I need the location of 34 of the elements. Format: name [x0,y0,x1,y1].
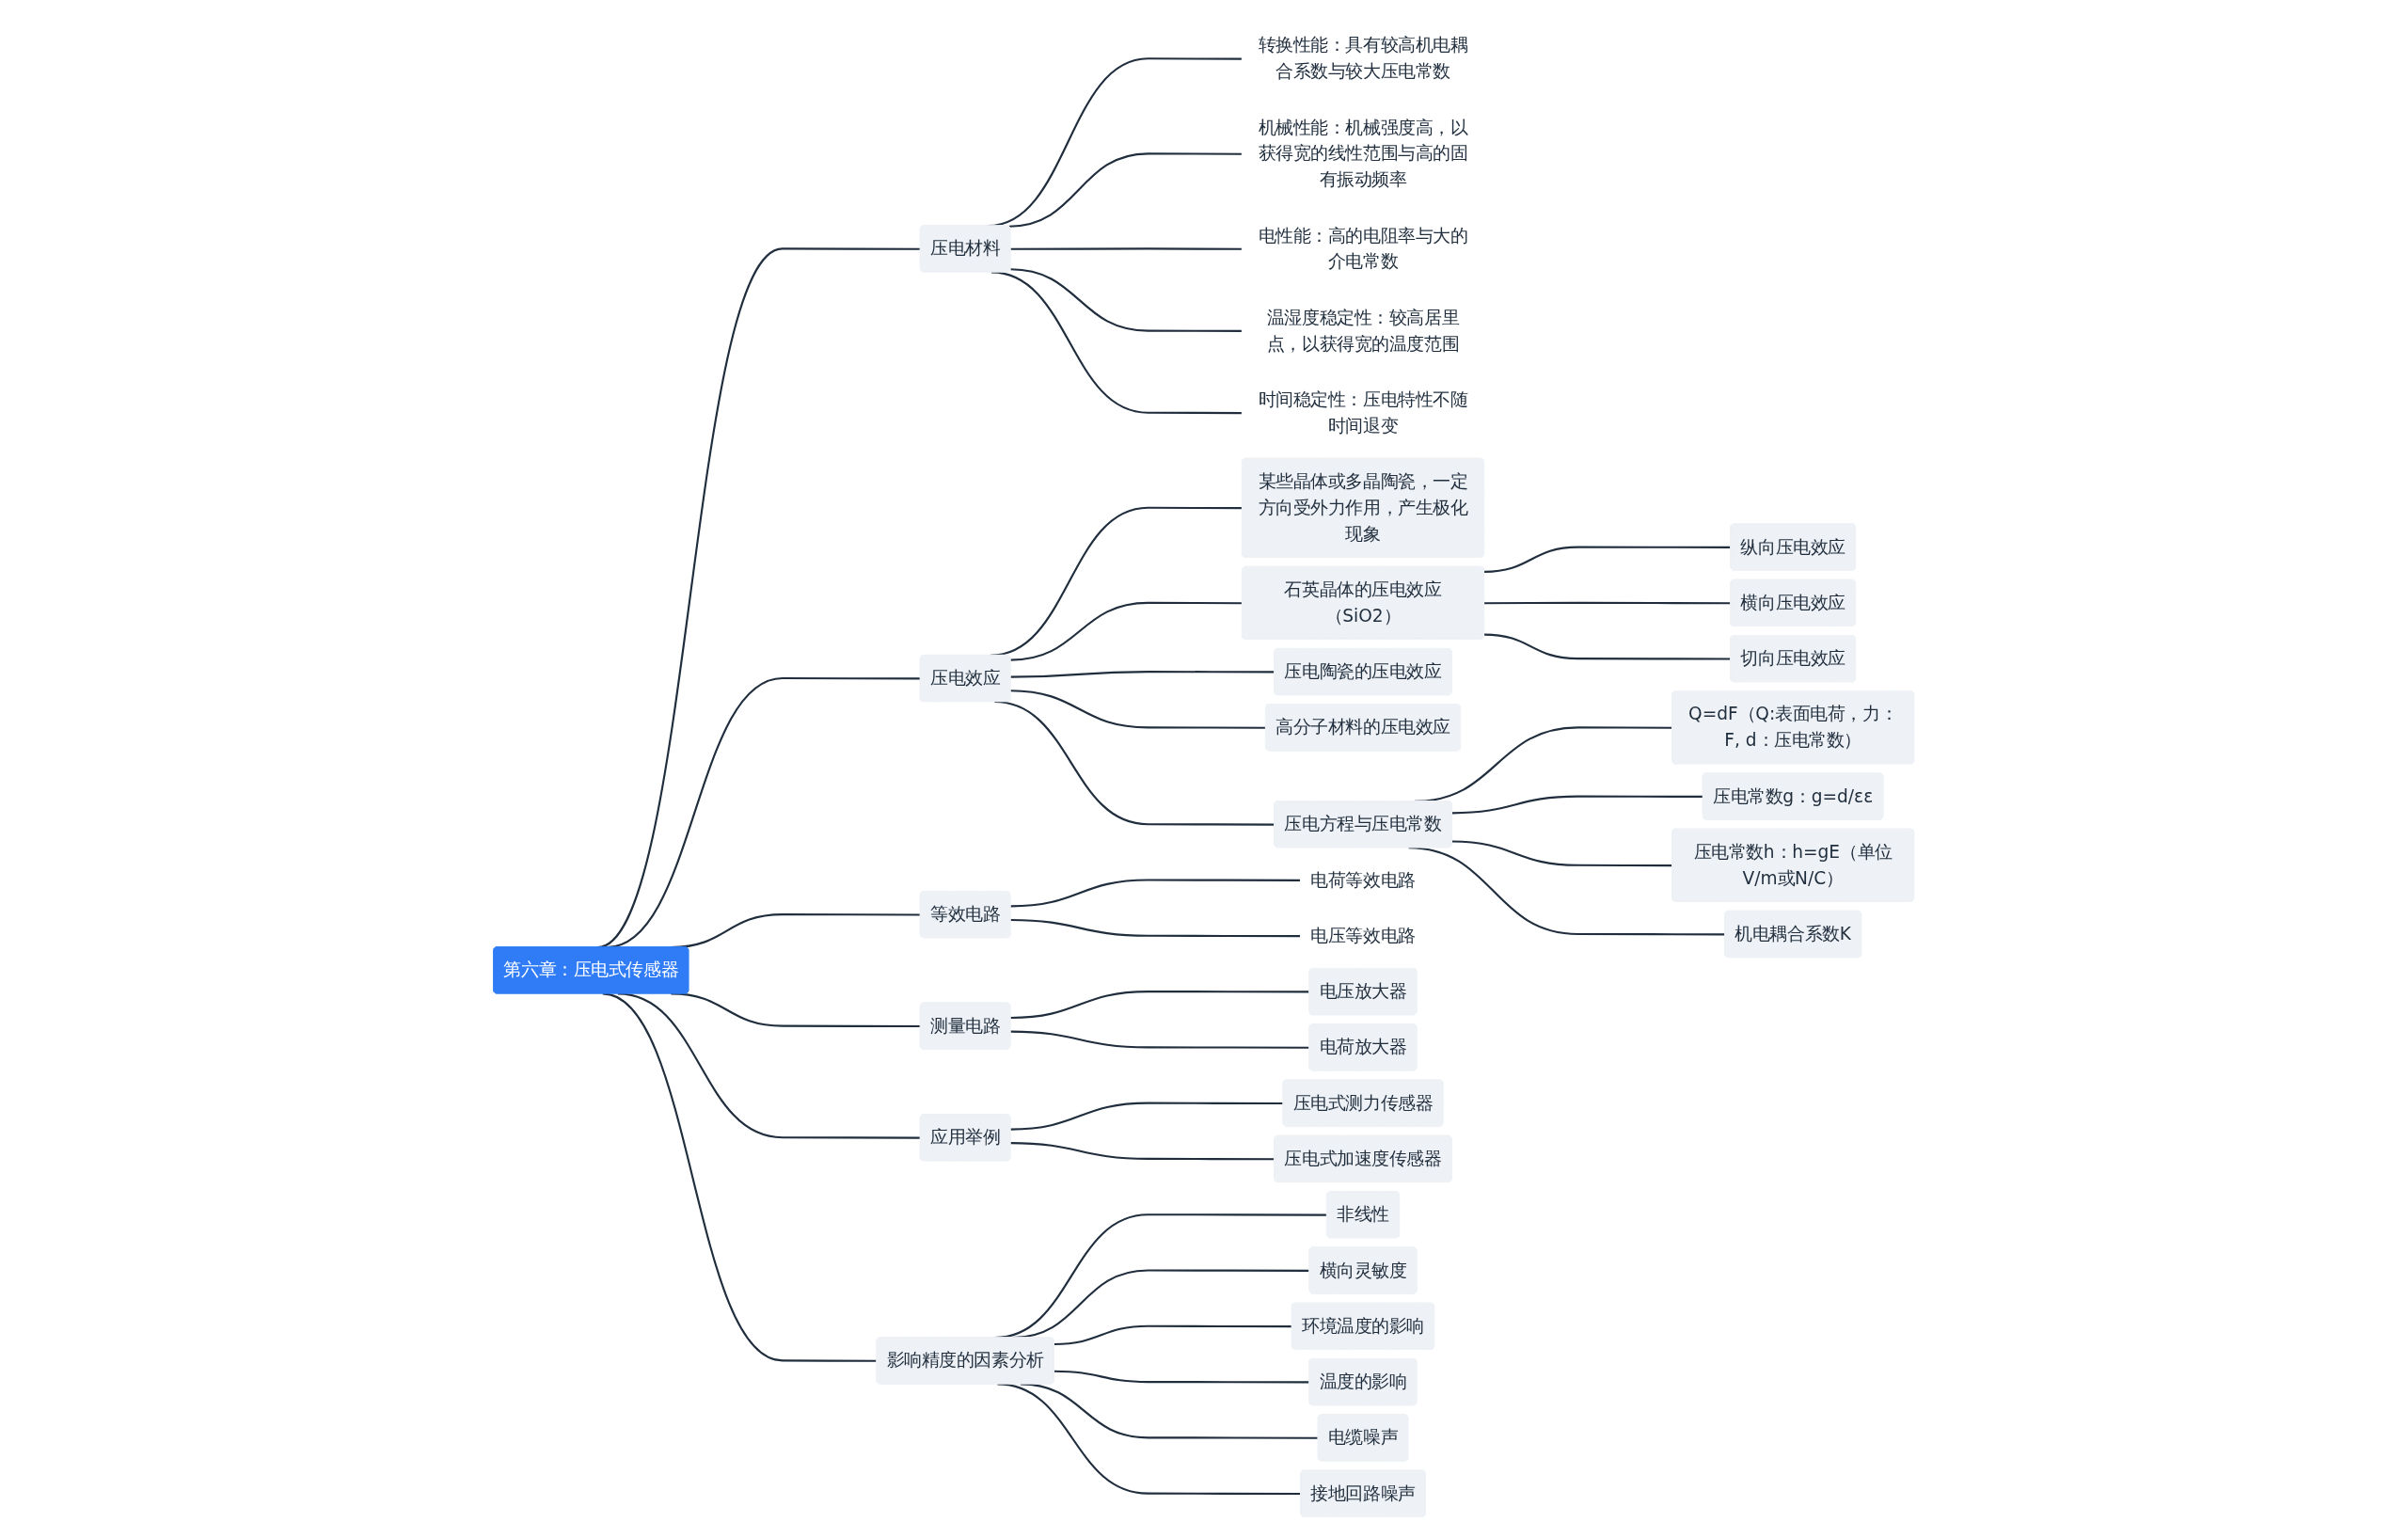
connector [1008,151,1244,228]
node-text: 温湿度稳定性：较高居里点，以获得宽的温度范围 [1267,307,1460,354]
connector [1010,990,1310,1019]
connector [1010,1102,1284,1131]
connector [991,270,1244,414]
connector [1451,795,1703,814]
node-text: 转换性能：具有较高机电耦合系数与较大压电常数 [1258,34,1468,82]
connector [602,991,878,1362]
connector [1010,601,1244,661]
node-text: 时间稳定性：压电特性不随时间退变 [1258,388,1468,436]
connector [994,700,1275,826]
connector [617,991,921,1139]
connector [997,1382,1302,1495]
connector [1010,878,1302,907]
connector [1010,1030,1310,1049]
connector [1010,689,1267,729]
node-text: 电性能：高的电阻率与大的介电常数 [1258,224,1468,272]
connector [1010,670,1275,678]
connector [1451,839,1673,866]
connector [1021,1382,1319,1439]
connector [1408,846,1726,935]
connector [671,991,921,1027]
connector [1054,1370,1310,1383]
connector [1484,601,1732,604]
connector [1010,918,1302,937]
node-text: 电压等效电路 [1310,925,1416,945]
node-text: 电荷等效电路 [1310,868,1416,890]
connector [1054,1324,1292,1345]
connector [1010,1141,1275,1160]
connector [1484,546,1732,573]
connector [1010,267,1244,332]
node-text: 机械性能：机械强度高，以获得宽的线性范围与高的固有振动频率 [1258,116,1468,190]
connector [1484,633,1732,660]
connector [1010,246,1244,250]
